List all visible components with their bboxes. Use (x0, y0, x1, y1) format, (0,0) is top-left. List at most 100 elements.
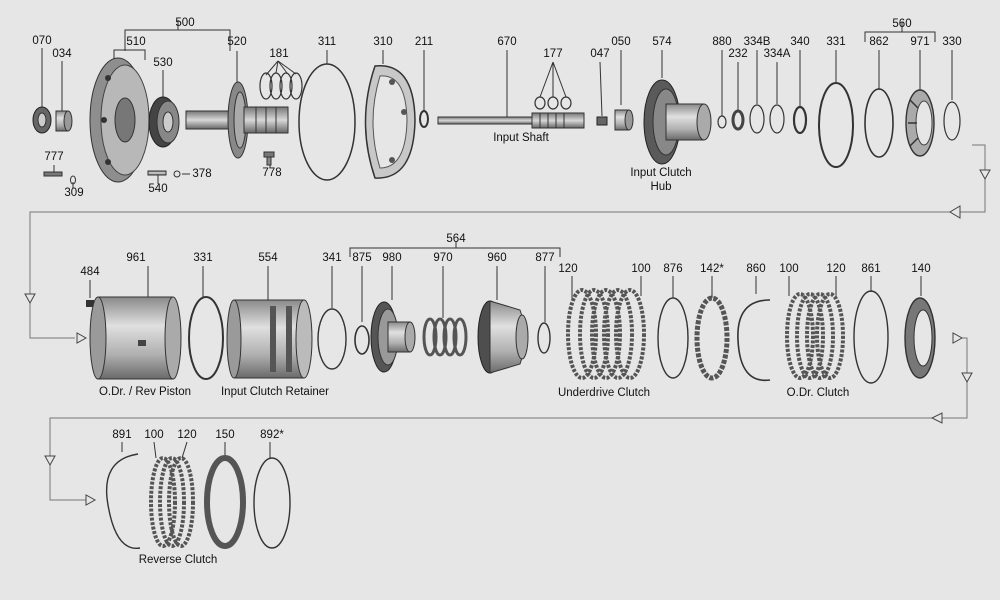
part-520-reaction-shaft-support (185, 81, 289, 159)
part-554-input-clutch-retainer (226, 299, 313, 379)
part-label-309: 309 (64, 187, 84, 199)
part-label-510: 510 (126, 36, 146, 48)
part-211-snap-ring (419, 110, 429, 128)
part-331-ring-row2 (188, 296, 224, 380)
part-331-ring (818, 82, 854, 168)
part-142-pressure-plate (694, 295, 730, 381)
part-label-047: 047 (590, 48, 610, 60)
part-310-pump-gasket (364, 65, 416, 179)
part-label-340: 340 (790, 36, 810, 48)
part-510-pump-body (89, 57, 150, 183)
part-876-snap-ring (657, 297, 689, 379)
part-label-331-row2: 331 (193, 252, 213, 264)
part-label-877: 877 (535, 252, 555, 264)
part-892-snap-ring (253, 457, 291, 549)
part-980-piston (370, 301, 416, 373)
part-label-861: 861 (861, 263, 881, 275)
part-label-961: 961 (126, 252, 146, 264)
part-777-fitting (43, 171, 63, 177)
part-label-142: 142* (700, 263, 724, 275)
part-label-892: 892* (260, 429, 284, 441)
part-341-ring (317, 308, 347, 370)
part-label-484: 484 (80, 266, 100, 278)
part-label-875: 875 (352, 252, 372, 264)
part-label-232: 232 (728, 48, 748, 60)
part-label-150: 150 (215, 429, 235, 441)
caption-odr-rev-piston: O.Dr. / Rev Piston (98, 386, 192, 398)
part-label-500: 500 (175, 17, 195, 29)
part-891-snap-ring (106, 453, 141, 549)
caption-input-clutch-retainer: Input Clutch Retainer (220, 386, 330, 398)
part-860-snap-ring (737, 299, 771, 382)
caption-input-shaft: Input Shaft (493, 132, 549, 144)
part-label-876: 876 (663, 263, 683, 275)
part-label-960: 960 (487, 252, 507, 264)
part-label-334a: 334A (763, 48, 791, 60)
part-label-891: 891 (112, 429, 132, 441)
part-330-snap-ring (943, 101, 961, 141)
part-label-970: 970 (433, 252, 453, 264)
part-label-050: 050 (611, 36, 631, 48)
part-label-862: 862 (869, 36, 889, 48)
part-034-bushing (55, 110, 73, 132)
part-label-520: 520 (227, 36, 247, 48)
part-961-odr-rev-piston (89, 296, 182, 380)
part-label-971: 971 (910, 36, 930, 48)
part-label-980: 980 (382, 252, 402, 264)
part-odr-clutch-pack (785, 292, 845, 380)
part-label-880: 880 (712, 36, 732, 48)
part-label-670: 670 (497, 36, 517, 48)
part-971-belleville-spring (905, 89, 935, 157)
part-label-778: 778 (262, 167, 282, 179)
caption-odr-clutch: O.Dr. Clutch (786, 387, 850, 399)
part-150-reaction-plate (204, 455, 246, 549)
part-label-100-reverse: 100 (144, 429, 164, 441)
part-reverse-clutch-pack (149, 456, 195, 548)
part-label-311: 311 (317, 36, 337, 48)
part-label-334b: 334B (743, 36, 771, 48)
part-378-o-ring (173, 170, 181, 178)
part-label-860: 860 (746, 263, 766, 275)
flow-arrow-icons (24, 169, 991, 506)
part-050-bushing (614, 109, 634, 131)
part-861-snap-ring (853, 290, 889, 384)
part-311-gasket-ring (298, 63, 356, 181)
caption-input-clutch-hub-line2: Hub (650, 181, 672, 193)
part-underdrive-clutch-pack (566, 288, 646, 380)
part-label-530: 530 (153, 57, 173, 69)
part-778-bolt (263, 151, 275, 166)
part-540-pin (147, 170, 167, 176)
part-970-return-spring (422, 317, 468, 357)
part-047-plug (596, 116, 608, 126)
caption-input-clutch-hub-line1: Input Clutch (630, 167, 692, 179)
part-label-120-reverse: 120 (177, 429, 197, 441)
part-880-ring (717, 115, 727, 129)
caption-underdrive-clutch: Underdrive Clutch (557, 387, 651, 399)
part-334a-ring (769, 104, 785, 134)
part-label-211: 211 (414, 36, 434, 48)
part-label-034: 034 (52, 48, 72, 60)
part-label-181: 181 (269, 48, 289, 60)
part-label-331-row1: 331 (826, 36, 846, 48)
part-label-574: 574 (652, 36, 672, 48)
leader-lines (41, 20, 953, 460)
part-862-snap-ring (864, 88, 894, 158)
part-960-piston (477, 300, 529, 374)
part-label-177: 177 (543, 48, 563, 60)
part-label-554: 554 (258, 252, 278, 264)
part-484-plug (86, 300, 94, 307)
part-334b-ring (749, 104, 765, 134)
part-label-100-underdrive: 100 (631, 263, 651, 275)
part-label-310: 310 (373, 36, 393, 48)
part-label-070: 070 (32, 35, 52, 47)
part-label-120-odr: 120 (826, 263, 846, 275)
part-181-seal-rings (259, 72, 303, 100)
part-label-560: 560 (892, 18, 912, 30)
part-label-330: 330 (942, 36, 962, 48)
part-label-378: 378 (192, 168, 212, 180)
part-877-seal (537, 322, 551, 354)
part-530-pump-gears (148, 96, 180, 148)
part-label-100-odr: 100 (779, 263, 799, 275)
part-177-seal-rings (534, 96, 572, 110)
